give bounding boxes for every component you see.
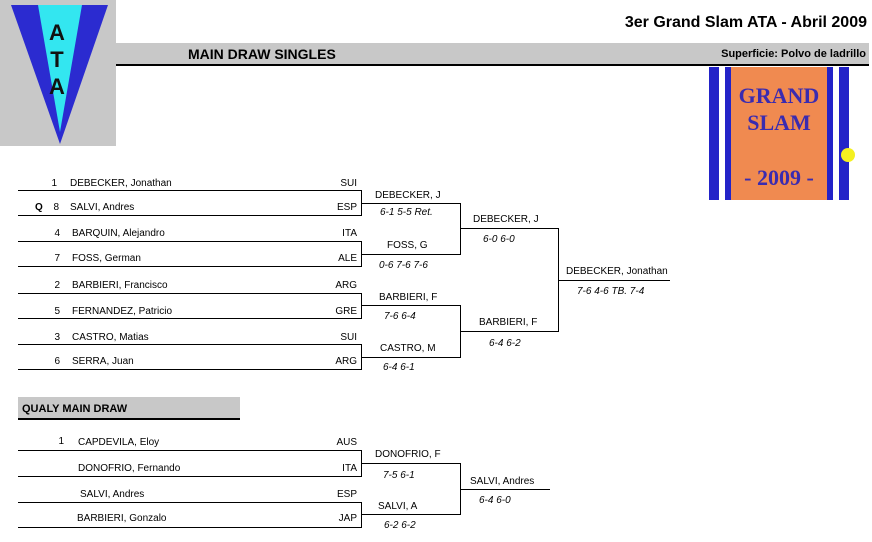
player-name: FERNANDEZ, Patricio [72, 306, 173, 317]
surface-label: Superficie: Polvo de ladrillo [721, 48, 866, 60]
player-country: JAP [338, 513, 357, 524]
player-country: ARG [335, 280, 357, 291]
header-bar: MAIN DRAW SINGLES Superficie: Polvo de l… [116, 43, 869, 66]
player-country: SUI [340, 332, 357, 343]
player-line [18, 369, 362, 370]
player-country: GRE [335, 306, 357, 317]
qualy-header-bar: QUALY MAIN DRAW [18, 397, 240, 420]
winner-line [460, 228, 559, 229]
player-seed: 4 [54, 228, 60, 239]
badge-year: - 2009 - [744, 165, 814, 190]
player-line [18, 450, 362, 451]
qualy-r1-winner: SALVI, A [378, 501, 418, 512]
tennis-court-icon [709, 67, 855, 200]
winner-line [361, 254, 461, 255]
player-name: BARBIERI, Francisco [72, 280, 168, 291]
qualy-title: QUALY MAIN DRAW [22, 403, 128, 415]
bracket-connector [361, 293, 362, 319]
qf-score: 6-4 6-1 [383, 362, 415, 373]
logo-letter-t: T [50, 47, 64, 72]
badge-slam: SLAM [747, 110, 811, 135]
qf-winner: DEBECKER, J [375, 190, 441, 201]
player-line [18, 266, 362, 267]
player-line [18, 344, 362, 345]
player-country: SUI [340, 178, 357, 189]
player-name: DEBECKER, Jonathan [70, 178, 172, 189]
player-name: BARQUIN, Alejandro [72, 228, 165, 239]
player-name: SALVI, Andres [70, 202, 135, 213]
player-country: ITA [342, 228, 357, 239]
final-score: 7-6 4-6 TB. 7-4 [577, 286, 645, 297]
qf-score: 6-1 5-5 Ret. [380, 207, 433, 218]
player-name: SALVI, Andres [80, 489, 145, 500]
player-country: ITA [342, 463, 357, 474]
sf-score: 6-4 6-2 [489, 338, 521, 349]
qf-winner: FOSS, G [387, 240, 428, 251]
player-name: BARBIERI, Gonzalo [77, 513, 167, 524]
player-name: CAPDEVILA, Eloy [78, 437, 160, 448]
qf-winner: CASTRO, M [380, 343, 436, 354]
player-country: ESP [336, 489, 357, 500]
ata-pennant-icon [11, 5, 108, 144]
qualy-final-score: 6-4 6-0 [479, 495, 511, 506]
player-seed: 1 [58, 436, 64, 447]
sf-winner: BARBIERI, F [479, 317, 538, 328]
player-seed: 7 [54, 253, 60, 264]
qualy-winner: SALVI, Andres [470, 476, 535, 487]
player-line [18, 527, 362, 528]
champion-name: DEBECKER, Jonathan [566, 266, 668, 277]
player-seed: 3 [54, 332, 60, 343]
ata-logo: A T A [0, 0, 116, 146]
grand-slam-badge: GRAND SLAM - 2009 - [709, 67, 856, 200]
tournament-title: 3er Grand Slam ATA - Abril 2009 [624, 14, 867, 31]
player-seed: 6 [54, 356, 60, 367]
player-country: AUS [336, 437, 357, 448]
player-line [18, 241, 362, 242]
player-name: FOSS, German [72, 253, 141, 264]
player-country: ALE [338, 253, 357, 264]
player-seed: 2 [54, 280, 60, 291]
champion-line [558, 280, 670, 281]
winner-line [361, 463, 461, 464]
player-line [18, 502, 362, 503]
player-line [18, 476, 362, 477]
winner-line [361, 514, 461, 515]
winner-line [361, 203, 461, 204]
sf-score: 6-0 6-0 [483, 234, 515, 245]
player-line [18, 318, 362, 319]
player-country: ARG [335, 356, 357, 367]
player-line [18, 190, 362, 191]
sf-winner: DEBECKER, J [473, 214, 539, 225]
qf-score: 7-6 6-4 [384, 311, 416, 322]
logo-letter-a2: A [49, 74, 65, 99]
winner-line [460, 331, 559, 332]
qualifier-badge: Q [35, 202, 43, 213]
player-name: SERRA, Juan [72, 356, 134, 367]
bracket-connector [361, 502, 362, 528]
qf-winner: BARBIERI, F [379, 292, 438, 303]
player-line [18, 293, 362, 294]
player-name: DONOFRIO, Fernando [78, 463, 181, 474]
qualy-r1-score: 7-5 6-1 [383, 470, 415, 481]
badge-grand: GRAND [738, 83, 820, 108]
qualy-r1-score: 6-2 6-2 [384, 520, 416, 531]
qualy-r1-winner: DONOFRIO, F [375, 449, 441, 460]
section-title: MAIN DRAW SINGLES [188, 46, 336, 62]
qualy-winner-line [460, 489, 550, 490]
player-seed: 1 [51, 178, 57, 189]
qf-score: 0-6 7-6 7-6 [379, 260, 428, 271]
player-line [18, 215, 362, 216]
winner-line [361, 357, 461, 358]
player-name: CASTRO, Matias [72, 332, 149, 343]
player-seed: 8 [53, 202, 59, 213]
winner-line [361, 305, 461, 306]
player-country: ESP [336, 202, 357, 213]
logo-letter-a1: A [49, 20, 65, 45]
bracket-connector [460, 203, 461, 255]
player-seed: 5 [54, 306, 60, 317]
